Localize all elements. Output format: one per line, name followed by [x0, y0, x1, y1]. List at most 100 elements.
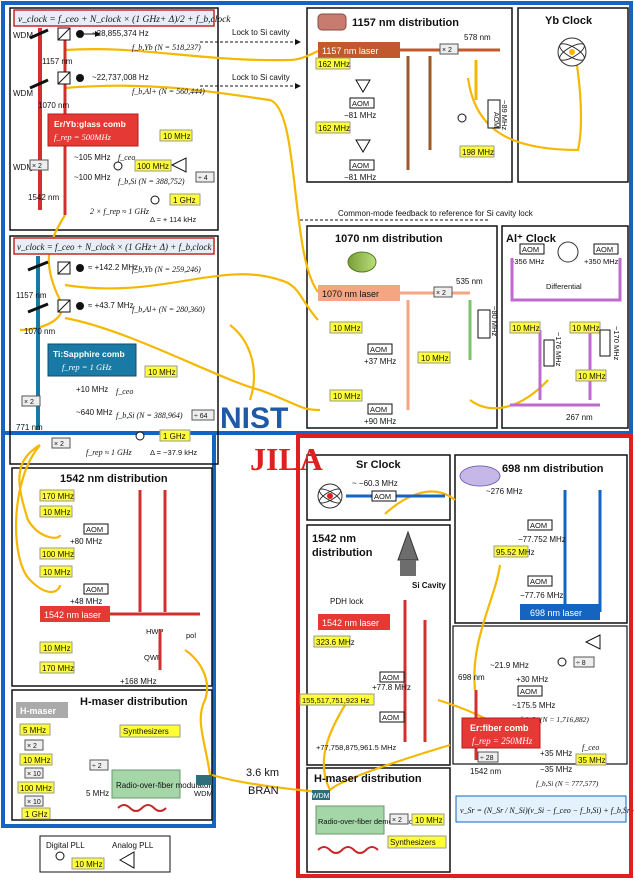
- hm-x2: × 2: [27, 743, 37, 750]
- d1157-laser: 1157 nm laser: [322, 46, 378, 56]
- ti-si-freq: ~640 MHz: [76, 408, 113, 417]
- d698-7776: −77.76 MHz: [520, 591, 563, 600]
- line2-wl: 1070 nm: [38, 101, 69, 110]
- one-ghz: 1 GHz: [173, 196, 196, 205]
- digital-pll-icon: [55, 851, 65, 861]
- d1542j-sicav: Si Cavity: [412, 581, 446, 590]
- jila-frame: [296, 434, 633, 878]
- d1070-aom1: AOM: [370, 345, 387, 354]
- hmaser-n-title: H-maser distribution: [80, 696, 188, 708]
- sr-box: [306, 454, 451, 521]
- wl1542: 1542 nm: [28, 193, 59, 202]
- sr-section: Sr Clock ~ −60.3 MHz AOM: [317, 459, 445, 509]
- d1542n-pol: pol: [186, 631, 196, 640]
- d1542n-section: 1542 nm distribution 170 MHz 10 MHz AOM …: [39, 473, 200, 686]
- ti-si-label: f_b,Si (N = 388,964): [116, 411, 183, 420]
- jc-fceo: f_ceo: [582, 743, 599, 752]
- d1070-aom2: AOM: [370, 405, 387, 414]
- d1542j-laser-box: [318, 614, 390, 630]
- hm-100mhz: 100 MHz: [20, 784, 52, 793]
- jc-p30: +30 MHz: [516, 675, 548, 684]
- d1157-162-2: 162 MHz: [318, 124, 350, 133]
- hmaser-j-title: H-maser distribution: [314, 773, 422, 785]
- jc-frep: f_rep = 250MHz: [472, 736, 533, 746]
- d1070-ref2: 10 MHz: [421, 354, 449, 363]
- al-m170: −170 MHz: [612, 326, 621, 361]
- line1-dest: Lock to Si cavity: [232, 28, 290, 37]
- ti-comb-name: Ti:Sapphire comb: [53, 349, 125, 359]
- d1157-aom2: AOM: [352, 161, 369, 170]
- d1157-578: 578 nm: [464, 33, 491, 42]
- d1157-shift1: −81 MHz: [344, 111, 376, 120]
- ti-line2-wl: 1070 nm: [24, 327, 55, 336]
- wdm-box: [196, 775, 212, 785]
- jc-name: Er:fiber comb: [470, 723, 529, 733]
- hm-x10b: × 10: [27, 799, 41, 806]
- rof-mod-box: [111, 769, 181, 799]
- d698-276: ~276 MHz: [486, 487, 523, 496]
- jc-698: 698 nm: [458, 673, 485, 682]
- two-frep: 2 × f_rep ≈ 1 GHz: [90, 207, 150, 216]
- ti-sapph-comb-box: [47, 343, 137, 377]
- d1542n-10-3: 10 MHz: [43, 644, 71, 653]
- ti-line1-freq: ≈ +142.2 MHz: [88, 263, 138, 272]
- legend-digital: Digital PLL: [46, 841, 85, 850]
- d1070-p90: +90 MHz: [364, 417, 396, 426]
- si-freq: ~100 MHz: [74, 173, 111, 182]
- ti-wl771: 771 nm: [16, 423, 43, 432]
- d1542n-laser: 1542 nm laser: [44, 610, 101, 620]
- sr-aom: AOM: [374, 492, 391, 501]
- ti-line1-wl: 1157 nm: [16, 291, 47, 300]
- ti-ceo-freq: +10 MHz: [76, 385, 108, 394]
- d1542n-qwp: QWP: [144, 653, 162, 662]
- nist-frame: [1, 1, 633, 435]
- d698-laser: 698 nm laser: [530, 608, 582, 618]
- er-fiber-comb-box: [461, 717, 541, 749]
- hm-1ghz: 1 GHz: [25, 810, 48, 819]
- d1157-x2: × 2: [442, 47, 452, 54]
- ti-line2-freq: ≈ +43.7 MHz: [88, 301, 134, 310]
- hmaser-n-section: H-maser H-maser distribution 5 MHz × 2 1…: [16, 696, 213, 820]
- jc-fbsr: f_b,Sr (N = 1,716,882): [520, 715, 589, 724]
- jila-logo: JILA: [250, 441, 323, 477]
- hmaser-j-section: H-maser distribution WDM Radio-over-fibe…: [312, 773, 447, 854]
- ti-comb-frep: f_rep = 1 GHz: [62, 362, 112, 372]
- ti-one-ghz: 1 GHz: [163, 432, 186, 441]
- d1070-ref3: 10 MHz: [333, 392, 361, 401]
- ti-sapph-section: ν_clock = f_ceo + N_clock × (1 GHz+ Δ) +…: [13, 237, 215, 457]
- d1157-198: 198 MHz: [462, 148, 494, 157]
- d1542j-title-1: 1542 nm: [312, 533, 356, 545]
- jc-1542: 1542 nm: [470, 767, 501, 776]
- hm-wdm: WDM: [194, 789, 213, 798]
- ti-div64: ÷ 64: [194, 413, 208, 420]
- d1542j-pdh: PDH lock: [330, 597, 364, 606]
- d1542j-3236: 323.6 MHz: [316, 638, 355, 647]
- si-label: f_b,Si (N = 388,752): [118, 177, 185, 186]
- yb-title: Yb Clock: [545, 15, 593, 27]
- x2-box: × 2: [32, 163, 42, 170]
- svg-text:distribution: distribution: [312, 547, 373, 559]
- legend: Digital PLL Analog PLL 10 MHz: [39, 835, 171, 873]
- d1157-aom1: AOM: [352, 99, 369, 108]
- hm-rof: Radio-over-fiber modulator: [116, 781, 211, 790]
- d1542n-10-1: 10 MHz: [43, 508, 71, 517]
- line2-beat: f_b,Al+ (N = 560,444): [132, 87, 205, 96]
- hmj-rof: Radio-over-fiber demodulator: [318, 817, 416, 826]
- al-p350: +350 MHz: [584, 257, 619, 266]
- sr-title: Sr Clock: [356, 459, 402, 471]
- jc-m175: ~175.5 MHz: [512, 701, 555, 710]
- d698-777: −77.752 MHz: [518, 535, 566, 544]
- d1542n-box: [11, 467, 213, 687]
- line1-freq: ~28,855,374 Hz: [92, 29, 149, 38]
- d1070-box: [306, 225, 498, 429]
- fiber-links: [14, 39, 583, 794]
- d1070-section: 1070 nm distribution 1070 nm laser × 2 5…: [318, 233, 499, 426]
- hm-div2: ÷ 2: [92, 763, 102, 770]
- d1542j-aom1: AOM: [382, 673, 399, 682]
- jc-fbsi: f_b,Si (N = 777,577): [536, 779, 599, 788]
- d1157-162-1: 162 MHz: [318, 60, 350, 69]
- d698-9552: 95.52 MHz: [496, 548, 535, 557]
- ceo-label: f_ceo: [118, 153, 135, 162]
- d1070-p37: +37 MHz: [364, 357, 396, 366]
